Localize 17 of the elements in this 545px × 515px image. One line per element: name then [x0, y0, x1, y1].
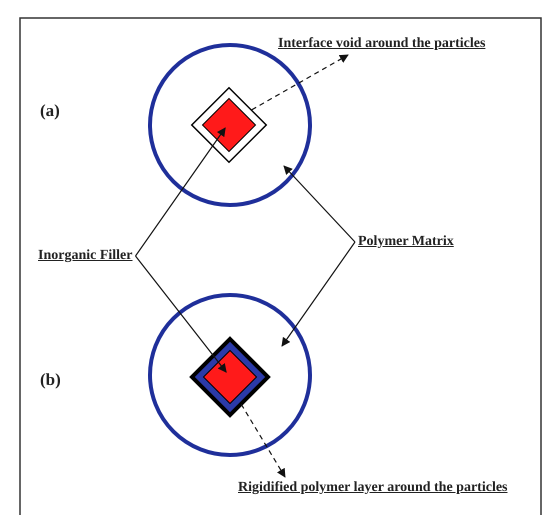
leader-arrow [135, 127, 226, 256]
callout-label: Inorganic Filler [38, 248, 132, 264]
callout-label: Rigidified polymer layer around the particles [238, 480, 508, 496]
panel-label: (a) [40, 101, 60, 121]
filler-diamond [203, 350, 257, 404]
leader-arrow [281, 242, 356, 347]
callout-label: Polymer Matrix [358, 234, 454, 250]
leader-arrow [135, 256, 227, 373]
layer-diamond [190, 337, 270, 417]
filler-diamond [202, 98, 256, 152]
panel-label: (b) [40, 370, 61, 390]
dashed-leader-arrow [252, 54, 349, 110]
matrix-circle [148, 293, 312, 457]
callout-label: Interface void around the particles [278, 36, 486, 52]
void-diamond [191, 87, 267, 163]
dashed-leader-arrow [240, 404, 286, 478]
leader-arrow [283, 165, 356, 242]
